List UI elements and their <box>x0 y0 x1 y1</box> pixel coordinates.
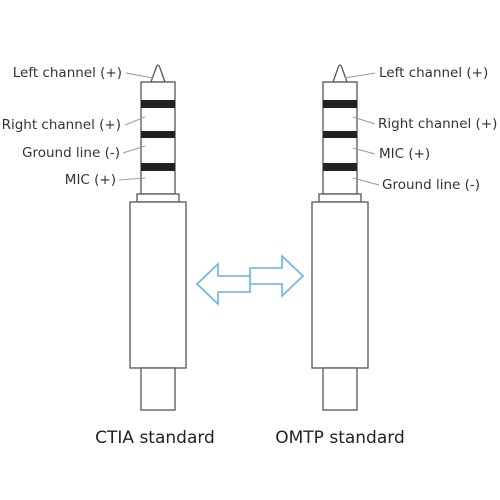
omtp-label-left-channel: Left channel (+) <box>379 65 488 81</box>
ctia-label-mic: MIC (+) <box>65 172 116 188</box>
ctia-leader-4 <box>118 177 146 181</box>
ctia-label-ground: Ground line (-) <box>22 145 120 161</box>
ctia-leader-2 <box>124 116 146 126</box>
omtp-plug-cable <box>322 367 358 411</box>
ctia-plug-tip <box>150 64 166 83</box>
ctia-ring-1 <box>141 100 175 108</box>
ctia-ring-2 <box>141 131 175 138</box>
ctia-caption: CTIA standard <box>95 428 215 448</box>
omtp-ring-1 <box>323 100 357 108</box>
arrow-right-icon <box>249 254 305 298</box>
omtp-label-mic: MIC (+) <box>379 146 430 162</box>
ctia-plug-handle <box>129 201 187 369</box>
omtp-leader-1 <box>344 72 376 79</box>
omtp-plug-tip <box>332 64 348 83</box>
omtp-plug-collar <box>318 193 362 203</box>
ctia-leader-3 <box>122 145 146 154</box>
omtp-ring-2 <box>323 131 357 138</box>
ctia-label-left-channel: Left channel (+) <box>13 65 122 81</box>
ctia-ring-3 <box>141 163 175 171</box>
ctia-plug-collar <box>136 193 180 203</box>
omtp-plug: Left channel (+) Right channel (+) MIC (… <box>311 64 497 411</box>
double-arrow-icon <box>195 254 305 306</box>
omtp-caption: OMTP standard <box>275 428 405 448</box>
omtp-leader-4 <box>352 177 380 186</box>
ctia-label-right-channel: Right channel (+) <box>2 117 121 133</box>
arrow-left-icon <box>195 262 251 306</box>
ctia-plug-cable <box>140 367 176 411</box>
ctia-plug: Left channel (+) Right channel (+) Groun… <box>2 64 187 411</box>
omtp-label-right-channel: Right channel (+) <box>378 116 497 132</box>
omtp-plug-handle <box>311 201 369 369</box>
omtp-leader-2 <box>352 116 376 125</box>
omtp-ring-3 <box>323 163 357 171</box>
omtp-label-ground: Ground line (-) <box>382 177 480 193</box>
omtp-leader-3 <box>352 147 376 155</box>
ctia-leader-1 <box>125 72 154 79</box>
